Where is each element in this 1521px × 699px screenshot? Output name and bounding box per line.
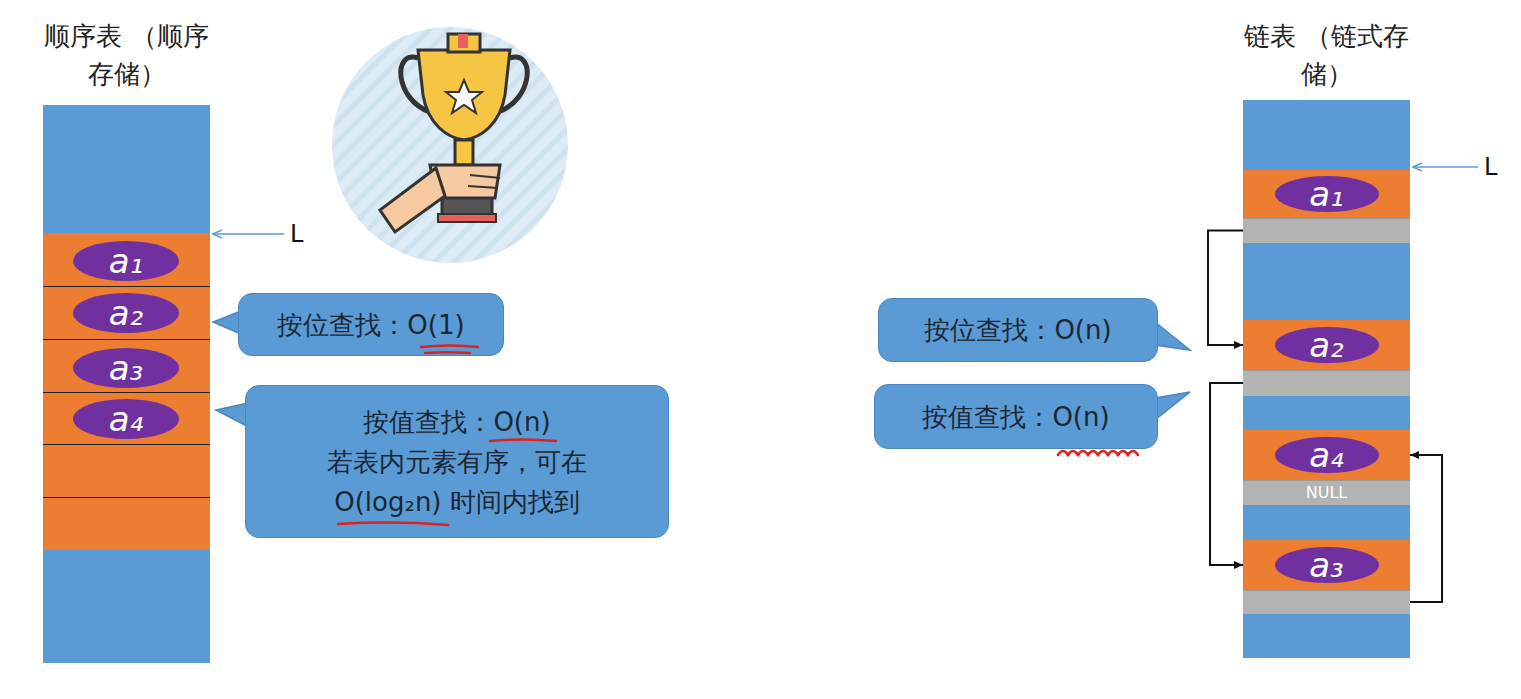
element-ellipse: a₃ xyxy=(1275,547,1379,583)
red-underline xyxy=(421,346,478,354)
element-text: a₁ xyxy=(1309,177,1343,211)
storage-bar: 顺序表 （顺序存储）a₁a₂a₃a₄ xyxy=(43,105,210,663)
null-text: NULL xyxy=(1306,485,1348,501)
red-squiggle xyxy=(1058,451,1138,455)
element-text: a₄ xyxy=(109,402,143,436)
callout-bubble: 按值查找：O(n)若表内元素有序，可在 O(log₂n) 时间内找到 xyxy=(245,385,669,538)
trophy-illustration xyxy=(332,27,568,263)
pointer-link xyxy=(1208,231,1243,346)
storage-heading: 顺序表 （顺序存储） xyxy=(23,17,230,93)
heading-text: 链表 （链式存储） xyxy=(1244,21,1408,89)
callout-body: 若表内元素有序，可在 O(log₂n) 时间内找到 xyxy=(302,442,612,522)
pointer-field xyxy=(1243,370,1410,396)
pointer-link xyxy=(1210,383,1243,565)
element-ellipse: a₂ xyxy=(73,293,179,333)
callout-heading: 按值查找：O(n) xyxy=(363,402,550,442)
pointer-label-box: L xyxy=(290,220,303,248)
element-ellipse: a₄ xyxy=(73,399,179,439)
data-field: a₂ xyxy=(1243,320,1410,370)
list-node: a₄ NULL xyxy=(1243,430,1410,505)
heading-text: 顺序表 （顺序存储） xyxy=(44,21,208,89)
callout-heading: 按位查找：O(1) xyxy=(277,305,464,345)
element-ellipse: a₄ xyxy=(1275,437,1379,473)
red-underline xyxy=(338,523,448,525)
pointer-label: L xyxy=(1484,153,1497,181)
element-text: a₁ xyxy=(109,244,143,278)
element-text: a₄ xyxy=(1309,438,1343,472)
pointer-arrow xyxy=(1413,166,1478,168)
callout-bubble: 按位查找：O(n) xyxy=(878,298,1158,362)
element-text: a₃ xyxy=(109,351,143,385)
element-ellipse: a₂ xyxy=(1275,327,1379,363)
list-node: a₁ xyxy=(1243,170,1410,243)
pointer-field: NULL xyxy=(1243,480,1410,505)
storage-bar: 链表 （链式存储）a₁a₂a₄NULLa₃ xyxy=(1243,100,1410,658)
callout-tail xyxy=(1155,322,1190,350)
list-node: a₃ xyxy=(1243,540,1410,614)
element-ellipse: a₁ xyxy=(73,241,179,281)
pointer-link xyxy=(1410,455,1442,602)
red-underline xyxy=(490,440,556,442)
pointer-label-box: L xyxy=(1484,153,1497,181)
element-text: a₃ xyxy=(1309,548,1343,582)
data-field: a₃ xyxy=(1243,540,1410,590)
element-ellipse: a₁ xyxy=(1275,176,1379,212)
storage-heading: 链表 （链式存储） xyxy=(1223,17,1430,93)
list-node: a₂ xyxy=(1243,320,1410,396)
callout-tail xyxy=(1155,392,1190,420)
pointer-field xyxy=(1243,590,1410,614)
pointer-arrow xyxy=(213,233,284,235)
element-text: a₂ xyxy=(1309,328,1343,362)
element-cell xyxy=(43,445,210,498)
callout-heading: 按值查找：O(n) xyxy=(922,397,1109,437)
element-cell xyxy=(43,498,210,550)
pointer-label: L xyxy=(290,220,303,248)
data-field: a₁ xyxy=(1243,170,1410,218)
callout-heading: 按位查找：O(n) xyxy=(924,310,1111,350)
element-ellipse: a₃ xyxy=(73,348,179,388)
pointer-field xyxy=(1243,218,1410,243)
element-text: a₂ xyxy=(109,296,143,330)
data-field: a₄ xyxy=(1243,430,1410,480)
callout-tail xyxy=(213,311,241,334)
callout-bubble: 按值查找：O(n) xyxy=(874,384,1158,449)
callout-bubble: 按位查找：O(1) xyxy=(238,293,504,356)
